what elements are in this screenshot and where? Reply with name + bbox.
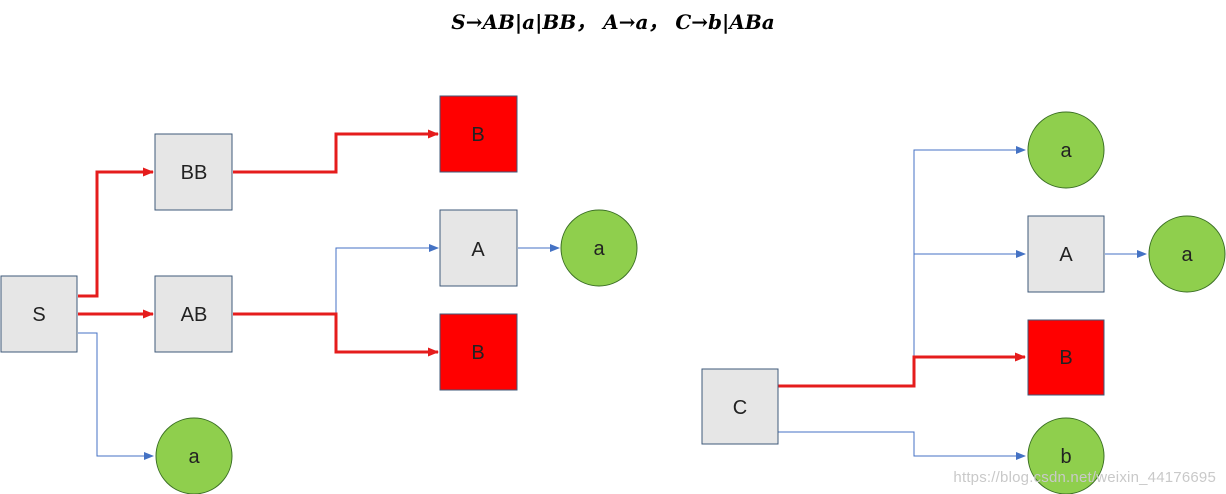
node-a-terminal-left: a (155, 417, 233, 494)
grammar-formula: S→AB|a|BB， A→a， C→b|ABa (451, 10, 775, 34)
watermark: https://blog.csdn.net/weixin_44176695 (953, 469, 1216, 486)
node-s-label: S (32, 304, 45, 326)
edge-c-to-b (778, 352, 1026, 388)
node-a-leaf-left-label: a (593, 238, 605, 260)
node-ab: AB (154, 275, 233, 353)
node-a-left: A (439, 209, 518, 287)
edge-s-to-a (78, 332, 154, 460)
node-s: S (0, 275, 78, 353)
edge-ab-to-a (233, 244, 439, 315)
edge-s-to-bb (78, 167, 154, 298)
node-b-top-label: B (471, 124, 484, 146)
node-c: C (701, 368, 779, 445)
node-b-terminal: b (1027, 417, 1105, 494)
node-b-mid: B (439, 313, 518, 391)
node-a-top-circle: a (1027, 111, 1105, 189)
edge-ab-to-b (233, 312, 439, 357)
node-a-terminal-left-label: a (188, 446, 200, 468)
node-a-top-circle-label: a (1060, 140, 1072, 162)
node-a-left-label: A (471, 239, 485, 261)
node-ab-label: AB (181, 304, 208, 326)
node-a-leaf-left: a (560, 209, 638, 287)
node-b-top: B (439, 95, 518, 173)
node-b-right-label: B (1059, 347, 1072, 369)
node-a-leaf-right: a (1148, 215, 1226, 293)
node-c-label: C (733, 397, 747, 419)
node-b-mid-label: B (471, 342, 484, 364)
node-a-right-label: A (1059, 244, 1073, 266)
node-a-right: A (1027, 215, 1105, 293)
edge-bb-to-b (233, 129, 439, 174)
node-a-leaf-right-label: a (1181, 244, 1193, 266)
node-b-terminal-label: b (1060, 446, 1071, 468)
edge-c-to-a-top (778, 146, 1026, 387)
node-bb: BB (154, 133, 233, 211)
node-bb-label: BB (181, 162, 208, 184)
node-b-right: B (1027, 319, 1105, 396)
edge-c-to-b-terminal (778, 431, 1026, 460)
